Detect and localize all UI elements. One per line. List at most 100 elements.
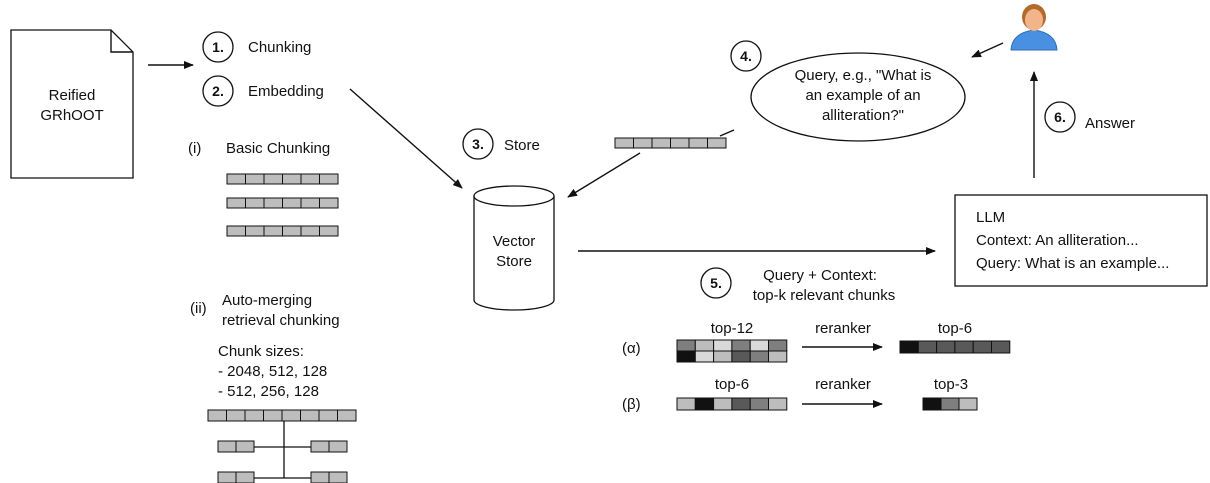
chunk-cell [245, 173, 265, 185]
step-1-circle [202, 31, 234, 63]
chunk-cell [300, 173, 320, 185]
rerank-alpha-input-label: top-12 [711, 320, 754, 337]
llm-query: Query: What is an example... [976, 255, 1169, 272]
embedding-cell [707, 137, 727, 149]
auto-merging-label-line2: retrieval chunking [222, 312, 340, 329]
auto-merging-marker: (ii) [190, 300, 207, 317]
chunk-cell [282, 197, 302, 209]
step-3-label: Store [504, 137, 540, 154]
arrow-embedding-to-store [349, 88, 463, 189]
tree-root-cell [281, 409, 301, 422]
document-label-line1: Reified [49, 87, 96, 104]
chunk-cell [300, 225, 320, 237]
document-icon [10, 29, 134, 179]
step-2-number: 2. [212, 83, 224, 99]
embedding-cell [688, 137, 708, 149]
step-3-circle [462, 128, 494, 160]
top12-cell [676, 350, 696, 363]
basic-chunk-strips [226, 173, 339, 237]
top6-cell [676, 397, 696, 411]
tree-leaf-cell [217, 471, 237, 483]
tree-child-cell [310, 440, 330, 453]
top6-cell [972, 340, 993, 354]
step-4-circle [730, 40, 762, 72]
llm-context: Context: An alliteration... [976, 232, 1139, 249]
step-4-number: 4. [740, 48, 752, 64]
rerank-alpha-output-chunks [899, 340, 1011, 354]
chunk-sizes-option-1: - 2048, 512, 128 [218, 363, 327, 380]
chunk-sizes-option-2: - 512, 256, 128 [218, 383, 319, 400]
step-5-label-line1: Query + Context: [763, 267, 877, 284]
rerank-alpha-output-label: top-6 [938, 320, 972, 337]
query-text-line3: alliteration?" [822, 107, 904, 124]
chunk-cell [263, 173, 283, 185]
step-6-circle [1044, 101, 1076, 133]
top12-cell [694, 339, 715, 352]
document-label-line2: GRhOOT [40, 107, 103, 124]
chunk-cell [300, 197, 320, 209]
basic-chunking-marker: (i) [188, 140, 201, 157]
embedding-cell [633, 137, 653, 149]
top6-cell [936, 340, 956, 354]
tree-root-cell [300, 409, 320, 422]
tree-root-cell [244, 409, 264, 422]
llm-title: LLM [976, 209, 1005, 226]
top6-cell [899, 340, 919, 354]
top12-cell [676, 339, 696, 352]
vector-store-label-line1: Vector [493, 233, 536, 250]
embedding-cell [651, 137, 671, 149]
query-text-line1: Query, e.g., "What is [795, 67, 932, 84]
step-3-number: 3. [472, 136, 484, 152]
top6-cell [731, 397, 751, 411]
chunk-cell [226, 197, 246, 209]
top6-cell [749, 397, 770, 411]
tree-child-cell [217, 440, 237, 453]
step-5-label-line2: top-k relevant chunks [753, 287, 896, 304]
rerank-beta-output-label: top-3 [934, 376, 968, 393]
top12-cell [749, 350, 770, 363]
top6-cell [768, 397, 788, 411]
rerank-alpha-marker: (α) [622, 340, 641, 357]
arrow-user-to-query [971, 42, 1004, 58]
chunk-cell [263, 197, 283, 209]
chunk-cell [282, 225, 302, 237]
top12-cell [713, 339, 733, 352]
chunk-cell [245, 225, 265, 237]
query-ellipse-connector [719, 129, 735, 137]
top6-cell [694, 397, 715, 411]
step-2-circle [202, 75, 234, 107]
rerank-alpha-arrow-label: reranker [815, 320, 871, 337]
auto-merging-label-line1: Auto-merging [222, 292, 312, 309]
top3-cell [940, 397, 960, 411]
tree-root-cell [263, 409, 283, 422]
tree-leaf-cell [235, 471, 255, 483]
chunk-cell [263, 225, 283, 237]
top12-cell [694, 350, 715, 363]
chunk-cell [319, 173, 339, 185]
query-text-line2: an example of an [805, 87, 920, 104]
step-5-number: 5. [710, 275, 722, 291]
tree-child-cell [235, 440, 255, 453]
tree-leaf-cell [328, 471, 348, 483]
top12-cell [731, 339, 751, 352]
query-ellipse [750, 52, 966, 142]
step-1-number: 1. [212, 39, 224, 55]
query-embedding-strip [614, 137, 727, 149]
top12-cell [731, 350, 751, 363]
rerank-beta-output-chunks [922, 397, 978, 411]
chunk-cell [226, 173, 246, 185]
tree-leaf-cell [310, 471, 330, 483]
chunk-cell [282, 173, 302, 185]
step-5-circle [700, 267, 732, 299]
tree-root-cell [207, 409, 227, 422]
tree-root-cell [226, 409, 246, 422]
embedding-cell [614, 137, 634, 149]
vector-store-label-line2: Store [496, 253, 532, 270]
step-6-number: 6. [1054, 109, 1066, 125]
chunk-cell [226, 225, 246, 237]
top3-cell [958, 397, 978, 411]
chunk-sizes-title: Chunk sizes: [218, 343, 304, 360]
top6-cell [991, 340, 1011, 354]
rerank-beta-input-label: top-6 [715, 376, 749, 393]
